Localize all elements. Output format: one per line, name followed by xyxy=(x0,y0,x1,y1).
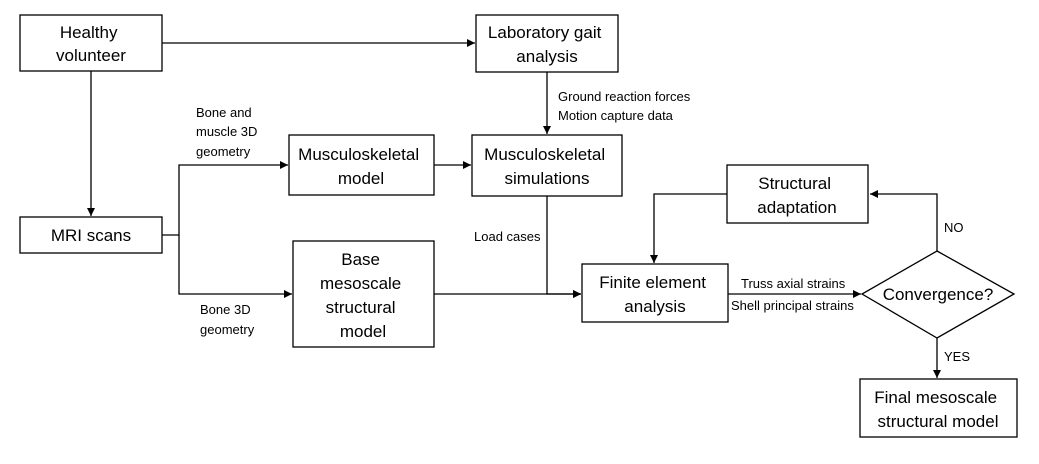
node-finite-element-analysis: Finite element analysis xyxy=(581,263,729,323)
node-musculoskeletal-model: Musculoskeletal model xyxy=(288,134,435,196)
node-convergence-decision: Convergence? xyxy=(860,250,1016,339)
healthy-volunteer-label: Healthy volunteer xyxy=(56,23,126,65)
edge-label-bone-muscle-geometry: Bone and muscle 3D geometry xyxy=(196,105,261,159)
arrow-mri-to-musculoskeletal-model xyxy=(162,161,288,236)
arrow-mri-to-base-model xyxy=(178,235,292,298)
node-structural-adaptation: Structural adaptation xyxy=(726,164,869,224)
convergence-label: Convergence? xyxy=(883,285,994,304)
finite-element-analysis-label: Finite element analysis xyxy=(599,273,711,316)
edge-label-grf-motion-capture: Ground reaction forces Motion capture da… xyxy=(558,89,694,123)
final-model-label: Final mesoscale structural model xyxy=(874,388,1002,431)
edge-label-bone-3d-geometry: Bone 3D geometry xyxy=(200,302,255,337)
mri-scans-label: MRI scans xyxy=(51,226,131,245)
musculoskeletal-model-label: Musculoskeletal model xyxy=(298,145,424,188)
base-model-label: Base mesoscale structural model xyxy=(320,250,406,341)
arrow-convergence-no-to-adaptation xyxy=(870,190,938,251)
structural-adaptation-label: Structural adaptation xyxy=(757,174,836,217)
edge-label-load-cases: Load cases xyxy=(474,229,541,244)
connectors xyxy=(87,39,941,378)
node-final-mesoscale-structural-model: Final mesoscale structural model xyxy=(859,378,1018,438)
edge-label-no: NO xyxy=(944,220,964,235)
node-healthy-volunteer: Healthy volunteer xyxy=(19,14,163,72)
node-laboratory-gait-analysis: Laboratory gait analysis xyxy=(475,14,619,73)
node-musculoskeletal-simulations: Musculoskeletal simulations xyxy=(471,134,623,197)
musculoskeletal-simulations-label: Musculoskeletal simulations xyxy=(484,145,610,188)
node-mri-scans: MRI scans xyxy=(19,216,163,254)
edge-label-yes: YES xyxy=(944,349,970,364)
edge-label-strains: Truss axial strains Shell principal stra… xyxy=(731,276,854,313)
laboratory-gait-analysis-label: Laboratory gait analysis xyxy=(488,23,606,66)
arrow-adaptation-to-fea xyxy=(650,193,727,263)
node-base-mesoscale-structural-model: Base mesoscale structural model xyxy=(292,240,435,348)
arrow-simulations-to-fea xyxy=(546,196,581,298)
